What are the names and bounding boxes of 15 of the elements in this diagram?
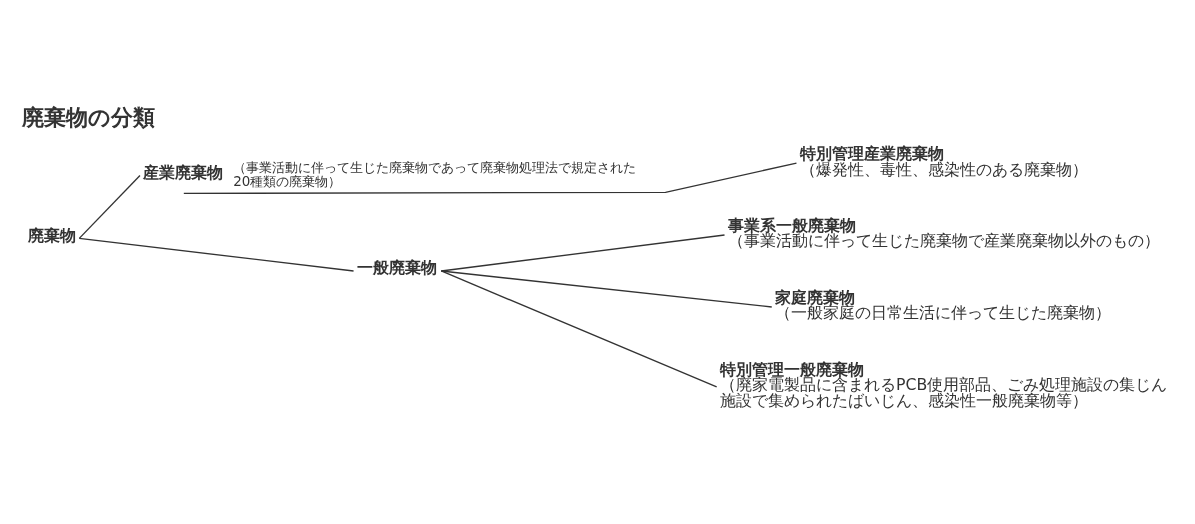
- node-label: （事業活動に伴って生じた廃棄物であって廃棄物処理法で規定された20種類の廃棄物）: [233, 158, 637, 190]
- connector: [440, 270, 773, 308]
- node-text: 廃棄物: [27, 225, 76, 245]
- connector: [440, 270, 718, 388]
- node-text: 家庭廃棄物 （一般家庭の日常生活に伴って生じた廃棄物）: [775, 287, 1112, 323]
- connector: [183, 162, 798, 195]
- node-text: 事業系一般廃棄物 （事業活動に伴って生じた廃棄物で産業廃棄物以外のもの）: [727, 215, 1160, 251]
- connector: [78, 237, 355, 272]
- diagram-title: 廃棄物の分類: [22, 103, 156, 130]
- connector: [440, 234, 726, 272]
- node-text: 特別管理一般廃棄物 （廃家電製品に含まれるPCB使用部品、ごみ処理施設の集じん施設で集められたばいじん、感染性一般廃棄物等）: [720, 359, 1168, 411]
- connector: [78, 174, 141, 240]
- node-text: 特別管理産業廃棄物 （爆発性、毒性、感染性のある廃棄物）: [799, 143, 1088, 179]
- node-text: 一般廃棄物: [356, 258, 437, 278]
- node-text: 産業廃棄物: [143, 163, 224, 183]
